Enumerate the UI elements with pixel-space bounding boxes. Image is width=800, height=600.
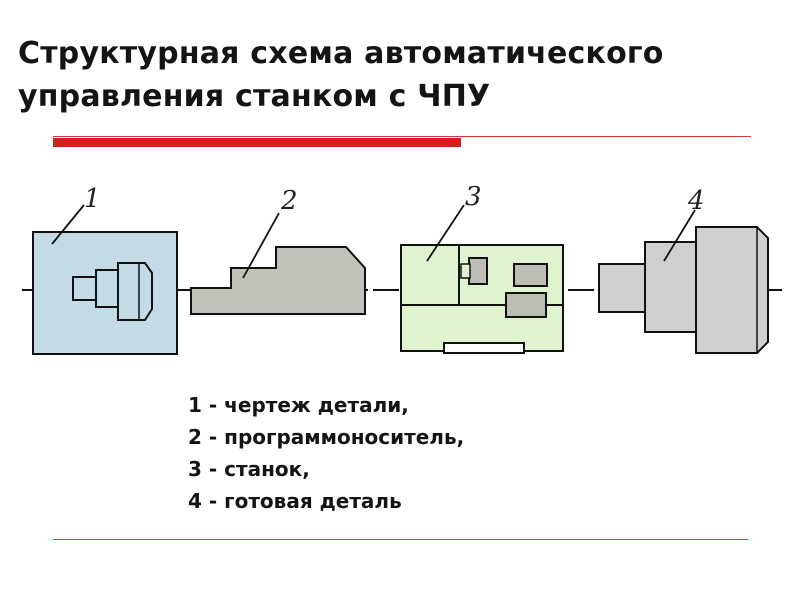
legend-item-2: 2 - программоноситель, <box>188 425 465 449</box>
title-accent-bar <box>53 138 461 147</box>
part-shaft-mid <box>644 241 699 333</box>
part-drawing-block <box>32 231 178 355</box>
drawing-shaft-mid <box>95 269 121 308</box>
finished-part-block <box>598 226 769 354</box>
label-1: 1 <box>84 184 101 214</box>
program-carrier-shape <box>190 246 366 315</box>
legend-item-3: 3 - станок, <box>188 457 310 481</box>
structure-diagram: 1 2 3 4 <box>22 182 782 355</box>
legend: 1 - чертеж детали, 2 - программоноситель… <box>188 389 464 517</box>
leader-line-4 <box>663 209 696 262</box>
leader-line-3 <box>426 204 465 262</box>
machine-chuck <box>468 257 488 285</box>
title-line-2: управления станком с ЧПУ <box>18 79 491 114</box>
leader-line-1 <box>51 204 85 245</box>
machine-tool-block <box>400 244 564 354</box>
program-carrier-block <box>190 246 366 315</box>
machine-tool-holder <box>513 263 548 287</box>
machine-base-notch <box>443 342 525 354</box>
drawing-shaft-small <box>72 276 99 301</box>
legend-item-1: 1 - чертеж детали, <box>188 393 409 417</box>
label-4: 4 <box>687 186 705 216</box>
title-line-1: Структурная схема автоматического <box>18 36 664 71</box>
part-shaft-small <box>598 263 648 313</box>
drawing-shaft-head <box>117 262 153 321</box>
bottom-divider-line <box>53 539 748 540</box>
label-2: 2 <box>280 186 298 216</box>
legend-item-4: 4 - готовая деталь <box>188 489 402 513</box>
title-divider-line <box>53 136 751 137</box>
slide-title: Структурная схема автоматического управл… <box>18 32 788 118</box>
leader-line-2 <box>242 212 280 279</box>
label-3: 3 <box>465 182 482 212</box>
machine-carriage <box>505 292 547 318</box>
